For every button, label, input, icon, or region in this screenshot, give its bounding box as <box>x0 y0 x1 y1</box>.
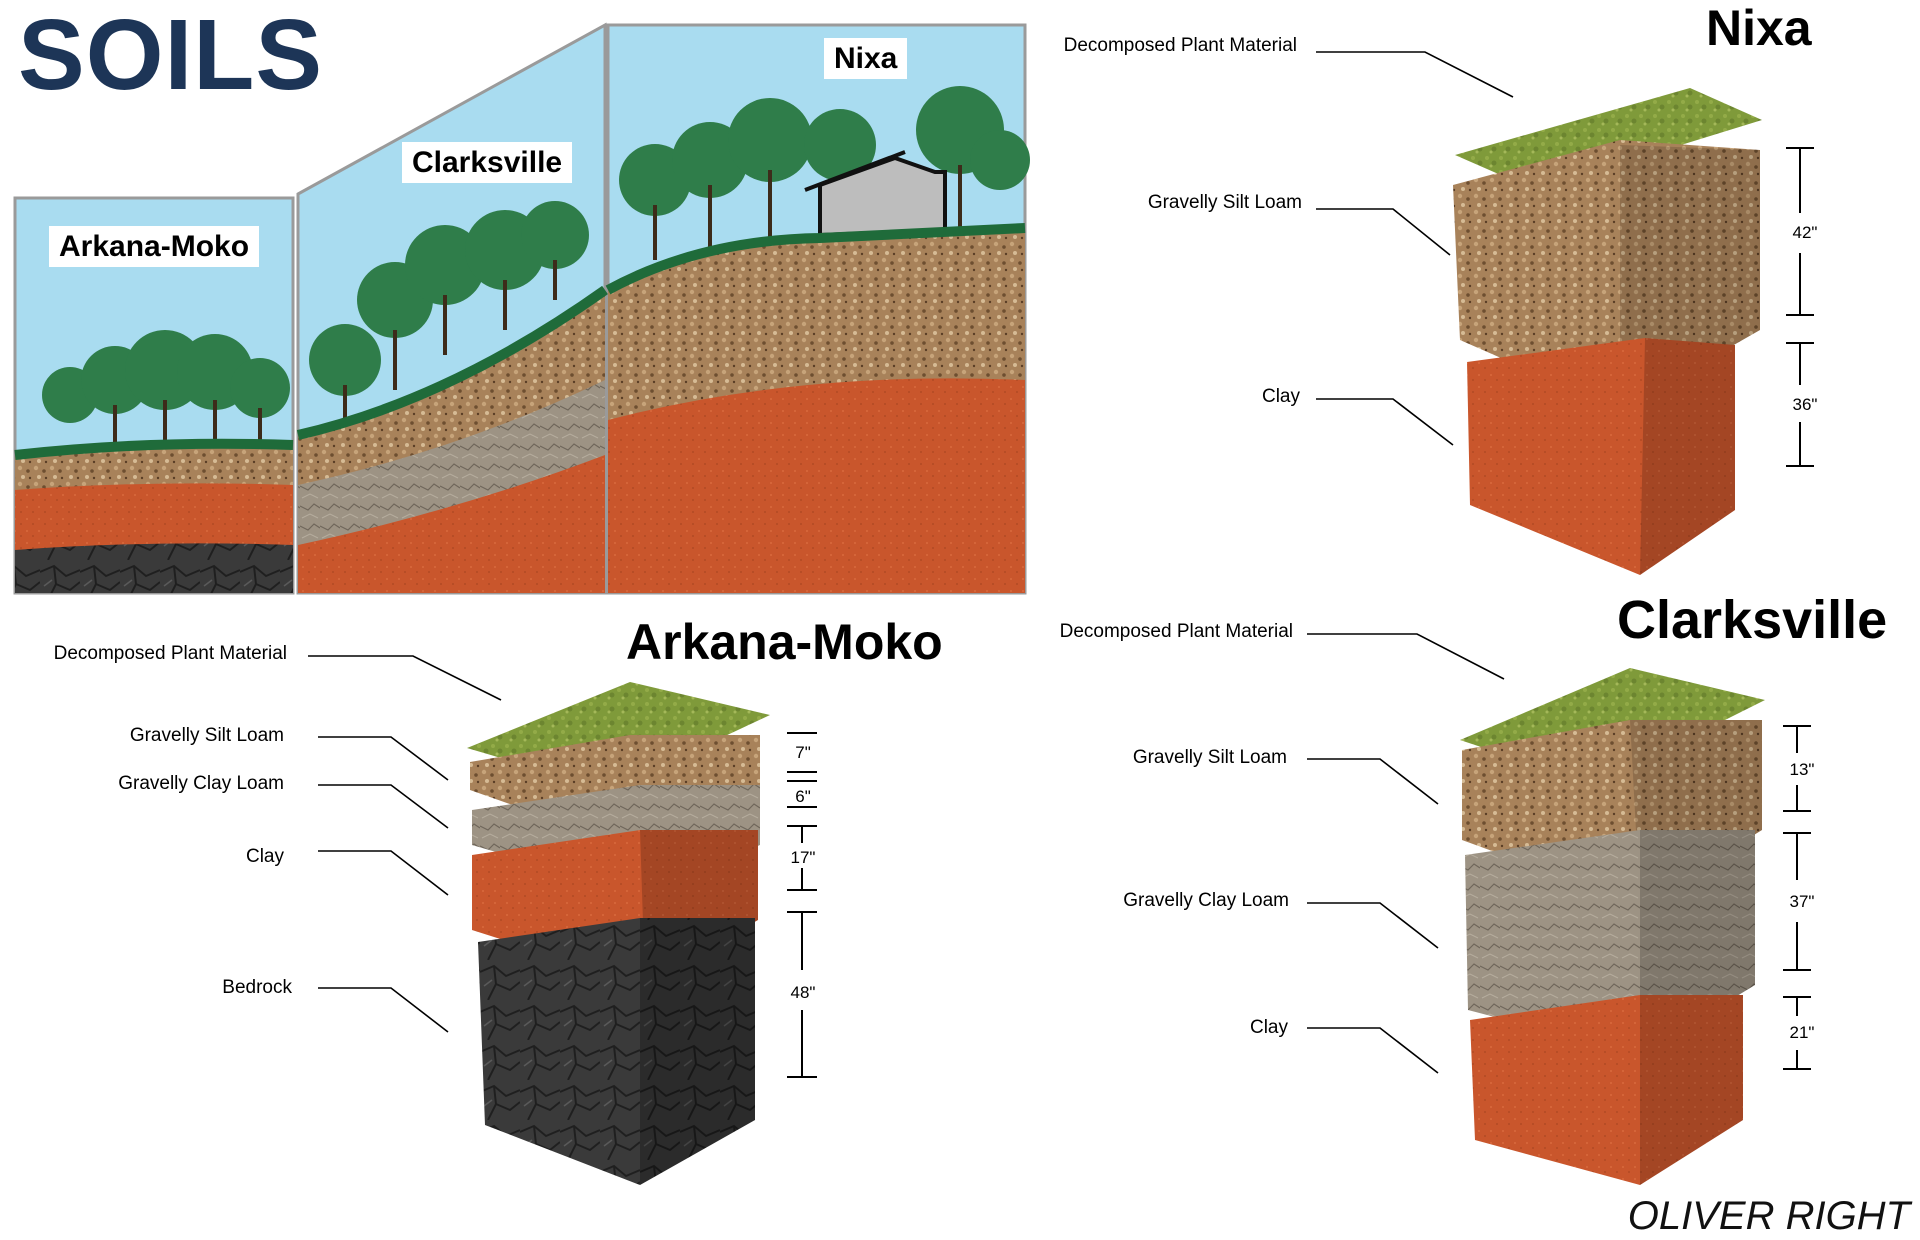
nixa-label-clay: Clay <box>1261 386 1300 407</box>
nixa-depth-silt-loam: 42" <box>1792 223 1818 242</box>
arkana-depth-bedrock: 48" <box>790 983 816 1002</box>
clarksville-depth-clay: 21" <box>1789 1023 1815 1042</box>
clarksville-label-plant: Decomposed Plant Material <box>1059 621 1293 642</box>
nixa-depth-clay: 36" <box>1792 395 1818 414</box>
nixa-soil-block <box>1453 88 1762 575</box>
arkana-label-silt-loam: Gravelly Silt Loam <box>129 725 284 746</box>
arkana-label-clay-loam: Gravelly Clay Loam <box>118 773 284 794</box>
nixa-label-silt-loam: Gravelly Silt Loam <box>1147 192 1302 213</box>
nixa-heading: Nixa <box>1706 0 1812 56</box>
landscape-label-arkana: Arkana-Moko <box>49 226 260 267</box>
arkana-label-bedrock: Bedrock <box>222 977 292 998</box>
clarksville-label-silt-loam: Gravelly Silt Loam <box>1132 747 1287 768</box>
arkana-label-plant: Decomposed Plant Material <box>53 643 287 664</box>
clarksville-label-clay-loam: Gravelly Clay Loam <box>1123 890 1289 911</box>
landscape-label-clarksville: Clarksville <box>402 142 573 183</box>
clarksville-label-clay: Clay <box>1249 1017 1288 1038</box>
arkana-soil-block <box>467 682 770 1185</box>
arkana-label-clay: Clay <box>245 846 284 867</box>
landscape-illustration <box>13 22 1030 595</box>
arkana-depth-silt-loam: 7" <box>795 743 811 762</box>
arkana-depth-clay: 17" <box>790 848 816 867</box>
nixa-label-plant: Decomposed Plant Material <box>1063 35 1297 56</box>
main-title: SOILS <box>18 0 324 111</box>
landscape-label-nixa: Nixa <box>824 38 908 79</box>
arkana-depth-clay-loam: 6" <box>795 787 811 806</box>
author-credit: OLIVER RIGHT <box>1627 1194 1910 1238</box>
clarksville-depth-clay-loam: 37" <box>1789 892 1815 911</box>
clarksville-heading: Clarksville <box>1617 590 1888 650</box>
clarksville-depth-silt-loam: 13" <box>1789 760 1815 779</box>
dimension-brackets <box>787 147 1814 1078</box>
leader-lines <box>308 51 1514 1074</box>
arkana-heading: Arkana-Moko <box>626 614 943 670</box>
clarksville-soil-block <box>1460 668 1765 1185</box>
